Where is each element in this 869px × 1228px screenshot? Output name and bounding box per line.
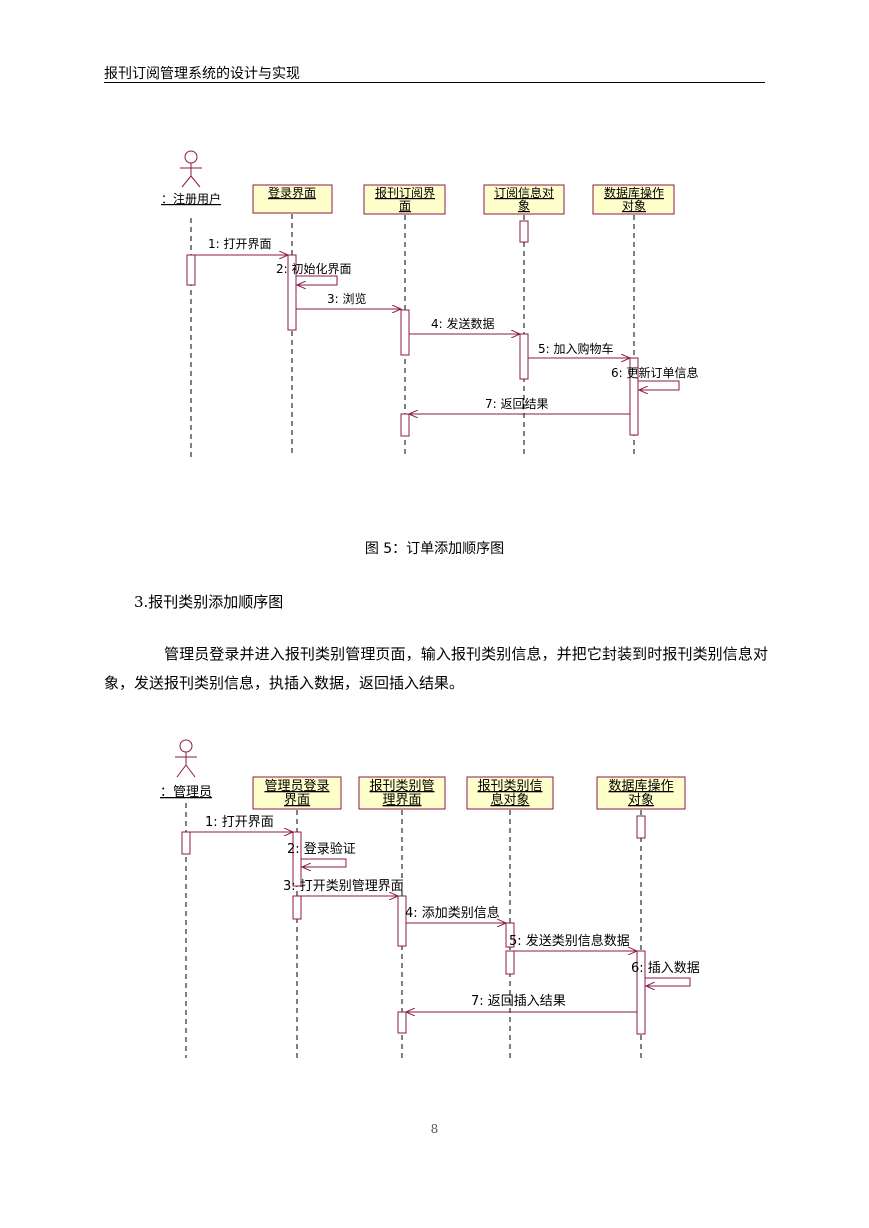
object-box-admin-login-ui: 管理员登录 界面: [252, 776, 342, 810]
object-label: 登录界面: [268, 185, 316, 200]
activation-bars: [186, 220, 639, 437]
message-label-1: 1: 打开界面: [205, 815, 274, 830]
message-label-5: 5: 发送类别信息数据: [509, 933, 630, 949]
section-heading: 3.报刊类别添加顺序图: [134, 593, 284, 611]
object-box-db-operation: 数据库操作 对象: [592, 184, 675, 215]
message-label-1: 1: 打开界面: [208, 237, 272, 251]
message-label-3: 3: 浏览: [327, 291, 367, 306]
object-label-line1: 管理员登录: [264, 779, 329, 794]
message-label-6: 6: 更新订单信息: [611, 365, 699, 380]
object-box-subscription-info: 订阅信息对 象: [483, 184, 565, 215]
object-box-login-ui: 登录界面: [252, 184, 333, 214]
activation-bars: [181, 815, 646, 1035]
message-arrows: [190, 832, 691, 1012]
object-box-db-operation: 数据库操作 对象: [596, 776, 686, 810]
message-label-4: 4: 发送数据: [431, 316, 495, 331]
object-label-line1: 数据库操作: [604, 185, 664, 200]
object-label-line2: 对象: [622, 199, 646, 213]
object-box-category-info: 报刊类别信 息对象: [466, 776, 554, 810]
running-header: 报刊订阅管理系统的设计与实现: [104, 66, 300, 82]
actor-label: ：管理员: [160, 785, 212, 800]
body-paragraph: 管理员登录并进入报刊类别管理页面，输入报刊类别信息，并把它封装到时报刊类别信息对…: [104, 645, 768, 692]
actor-icon: [180, 150, 202, 188]
header-rule: [104, 82, 765, 83]
message-arrows: [195, 255, 680, 414]
object-label-line1: 报刊订阅界: [375, 185, 435, 200]
actor-label: ：注册用户: [161, 191, 221, 206]
object-label-line2: 对象: [628, 793, 654, 808]
sequence-diagram-category-add: ：管理员 管理员登录 界面 报刊类别管 理界面 报刊类别信 息对象 数据库操作 …: [160, 739, 700, 1058]
message-label-3: 3: 打开类别管理界面: [283, 879, 404, 894]
message-label-6: 6: 插入数据: [631, 961, 700, 976]
object-label-line2: 息对象: [490, 792, 529, 808]
lifelines: [185, 803, 642, 1058]
object-box-category-ui: 报刊类别管 理界面: [358, 776, 446, 810]
page-number: 8: [430, 1122, 439, 1136]
object-label-line1: 数据库操作: [608, 778, 673, 794]
object-box-subscribe-ui: 报刊订阅界 面: [363, 184, 446, 215]
message-label-5: 5: 加入购物车: [538, 341, 614, 356]
object-label-line2: 面: [399, 199, 411, 213]
object-label-line1: 订阅信息对: [494, 185, 554, 200]
object-label-line2: 象: [518, 199, 530, 213]
object-label-line2: 理界面: [382, 793, 421, 808]
message-label-2: 2: 登录验证: [287, 841, 356, 857]
message-label-2: 2: 初始化界面: [276, 262, 352, 276]
message-label-4: 4: 添加类别信息: [405, 905, 500, 921]
message-label-7: 7: 返回插入结果: [471, 994, 566, 1009]
actor-icon: [175, 739, 197, 778]
figure-caption: 图 5：订单添加顺序图: [364, 541, 505, 557]
message-label-7: 7: 返回结果: [485, 397, 549, 411]
object-label-line1: 报刊类别管: [369, 779, 434, 794]
object-label-line1: 报刊类别信: [477, 779, 542, 794]
sequence-diagram-order-add: ：注册用户 登录界面 报刊订阅界 面 订阅信息对 象 数据库操作 对象: [161, 150, 699, 457]
object-label-line2: 界面: [284, 793, 310, 808]
